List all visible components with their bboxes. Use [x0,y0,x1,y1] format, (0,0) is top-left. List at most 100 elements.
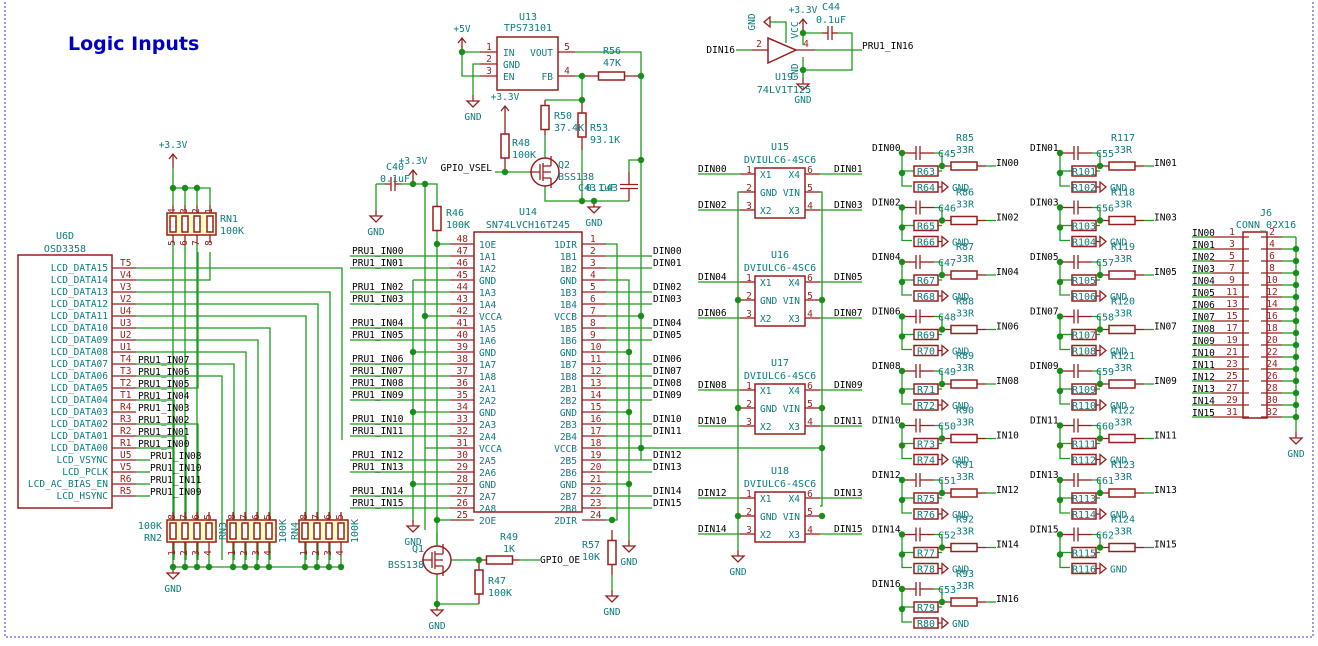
resistor-ref: R77 [917,549,935,560]
u6d-pin-name: LCD_DATA03 [51,407,108,418]
junction-dot [1056,496,1064,504]
u6d-pin-name: LCD_DATA08 [51,347,108,358]
net-label: DIN15 [1030,525,1059,536]
u14-ref: U14 [519,207,537,218]
resistor-value: 33R [956,363,975,374]
net-label: IN02 [996,213,1019,224]
gnd-symbol [1096,235,1108,248]
u6d-pin-name: LCD_DATA04 [51,395,108,406]
capacitor-plates [915,418,921,433]
net-label: IN06 [996,322,1019,333]
net-label: PRU1_IN01 [352,258,404,269]
r56-ref: R56 [603,46,621,57]
u14-pin-name: 2B8 [560,504,577,515]
junction-dot [433,600,441,608]
resistor-body [485,555,514,565]
wire [901,609,912,623]
net-label: DIN12 [698,488,727,499]
u14-pin-num: 1 [590,234,596,245]
capacitor-ref: C57 [1096,258,1114,269]
u14-pin-name: GND [560,276,577,287]
net-label: IN05 [1192,288,1215,299]
wire-vout [575,51,642,460]
junction-dot [898,585,906,593]
gnd-label: GND [464,112,481,123]
resistor-body [913,601,939,613]
resistor-value: 33R [1114,472,1133,483]
u14-pin-num: 20 [590,462,602,473]
wire [901,500,912,514]
net-label: DIN12 [653,450,682,461]
capacitor-plates [915,527,921,542]
junction-dot [1056,367,1064,375]
junction-dot [1056,442,1064,449]
net-label: PRU1_IN08 [352,378,404,389]
net-label: PRU1_IN15 [352,498,403,509]
wire [1092,315,1101,330]
junction-dot [898,224,906,231]
j6-pin-num: 8 [1269,263,1275,274]
resistor-ref: R114 [1072,510,1096,521]
junction-dot [734,296,742,304]
rn3-ref: RN3 [218,522,229,540]
q1-value: BSS138 [388,560,424,571]
esd-pin-name: VIN [783,512,800,523]
junction-dot [1056,169,1064,177]
wire [1059,173,1070,187]
wire-esd-vin [820,191,823,507]
capacitor-plates [1073,255,1079,269]
r48-ref: R48 [512,138,530,149]
net-label: DIN02 [653,282,682,293]
j6-pin-num: 4 [1269,239,1275,250]
u6d-pin-name: LCD_DATA05 [51,383,108,394]
resistor-body [1108,542,1136,553]
capacitor-plates [915,146,921,160]
net-label: IN12 [1192,372,1215,383]
wire [1059,227,1070,242]
junction-dot [409,408,417,416]
u6d-ball: T2 [120,378,131,389]
capacitor-plates [915,582,921,596]
u14-value: SN74LVCH16T245 [486,220,570,231]
esd-pin-name: X3 [789,206,800,217]
wire-lcd-data [136,327,271,560]
net-label: IN04 [1192,276,1215,287]
net-label: DIN03 [653,294,682,305]
esd-pin-num: 4 [807,309,813,320]
u14-pin-num: 46 [457,258,469,269]
esd-pin-name: X2 [760,422,771,433]
resistor-ref: R122 [1111,406,1135,417]
gnd-symbol [938,398,950,412]
junction-dot [1292,269,1300,277]
junction-dot [578,72,586,80]
u6d-ball: V4 [120,270,132,281]
net-label: DIN06 [653,354,682,365]
u6d-pin-name: LCD_VSYNC [57,455,108,466]
gnd-symbol [938,344,950,357]
net-label: IN03 [1192,264,1215,275]
esd-pin-num: 6 [807,489,813,500]
resistor-value: 33R [1114,418,1133,429]
u14-pin-name: 2B5 [560,456,577,467]
rn-pin: 7 [179,514,190,520]
rn-pin: 2 [311,550,322,556]
gnd-label: GND [1110,183,1127,194]
u14-pin-name: 1A8 [479,372,496,383]
wire [934,315,943,330]
junction-dot [458,48,466,56]
net-label: PRU1_IN03 [138,403,189,414]
u14-pin-num: 48 [457,234,469,245]
u14-pin-name: 2A1 [479,384,496,395]
rn2-value: 100K [138,521,162,532]
junction-dot [625,480,633,488]
rn-pin: 7 [239,514,250,520]
esd-pin-num: 4 [807,417,813,428]
u6d-pin-name: LCD_DATA11 [51,311,108,322]
u13-pin-num: 1 [486,42,492,53]
junction-dot [578,197,586,205]
esd-pin-num: 5 [807,507,813,518]
junction-dot [1292,353,1300,361]
power-label: +3.3V [159,140,188,151]
wire [934,152,943,166]
esd-pin-name: GND [760,188,777,199]
